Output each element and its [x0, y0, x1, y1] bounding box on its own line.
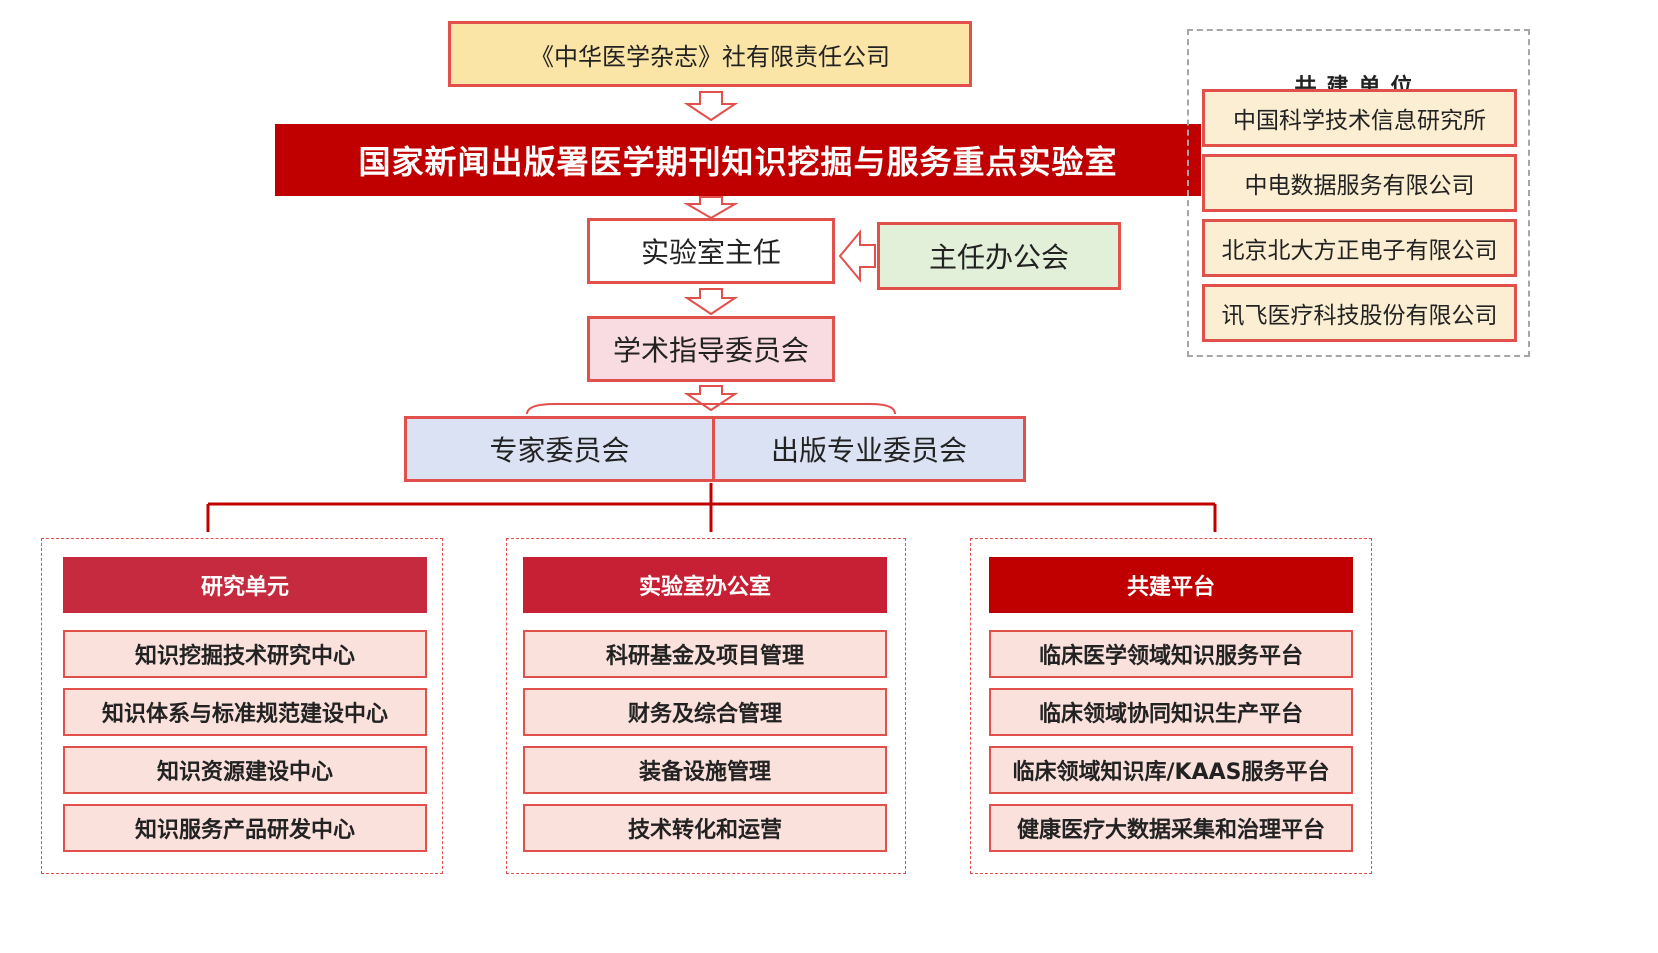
section-cobuild-platforms: 共建平台 临床医学领域知识服务平台 临床领域协同知识生产平台 临床领域知识库/K…: [970, 538, 1372, 874]
section-item: 健康医疗大数据采集和治理平台: [989, 804, 1353, 852]
section-item: 技术转化和运营: [523, 804, 887, 852]
section-item: 临床领域知识库/KAAS服务平台: [989, 746, 1353, 794]
section-item: 知识服务产品研发中心: [63, 804, 427, 852]
section-head: 共建平台: [989, 557, 1353, 613]
section-item: 临床医学领域知识服务平台: [989, 630, 1353, 678]
cobuild-item: 北京北大方正电子有限公司: [1202, 219, 1517, 277]
section-research-units: 研究单元 知识挖掘技术研究中心 知识体系与标准规范建设中心 知识资源建设中心 知…: [41, 538, 443, 874]
publisher-box: 《中华医学杂志》社有限责任公司: [448, 21, 972, 87]
cobuild-item: 讯飞医疗科技股份有限公司: [1202, 284, 1517, 342]
section-item: 知识体系与标准规范建设中心: [63, 688, 427, 736]
cobuild-item: 中国科学技术信息研究所: [1202, 89, 1517, 147]
arrow-left-office: [838, 229, 876, 283]
section-item: 科研基金及项目管理: [523, 630, 887, 678]
academic-committee-box: 学术指导委员会: [587, 316, 835, 382]
cobuild-panel: 共建单位 中国科学技术信息研究所 中电数据服务有限公司 北京北大方正电子有限公司…: [1187, 29, 1530, 357]
publishing-committee: 出版专业委员会: [770, 434, 967, 467]
director-office-box: 主任办公会: [877, 222, 1121, 290]
lab-title-box: 国家新闻出版署医学期刊知识挖掘与服务重点实验室: [275, 124, 1201, 196]
section-lab-office: 实验室办公室 科研基金及项目管理 财务及综合管理 装备设施管理 技术转化和运营: [506, 538, 906, 874]
committee-bracket: [526, 403, 896, 415]
section-head: 实验室办公室: [523, 557, 887, 613]
section-item: 财务及综合管理: [523, 688, 887, 736]
committee-divider: [712, 419, 715, 479]
arrow-down-3: [683, 288, 739, 316]
arrow-down-4: [683, 385, 739, 412]
section-item: 装备设施管理: [523, 746, 887, 794]
expert-committee: 专家委员会: [489, 434, 630, 467]
committees-box: 专家委员会 出版专业委员会: [404, 416, 1026, 482]
section-item: 知识资源建设中心: [63, 746, 427, 794]
lab-director-box: 实验室主任: [587, 218, 835, 284]
arrow-down-1: [683, 91, 739, 122]
section-head: 研究单元: [63, 557, 427, 613]
section-item: 知识挖掘技术研究中心: [63, 630, 427, 678]
cobuild-item: 中电数据服务有限公司: [1202, 154, 1517, 212]
section-item: 临床领域协同知识生产平台: [989, 688, 1353, 736]
arrow-down-2: [683, 196, 739, 220]
